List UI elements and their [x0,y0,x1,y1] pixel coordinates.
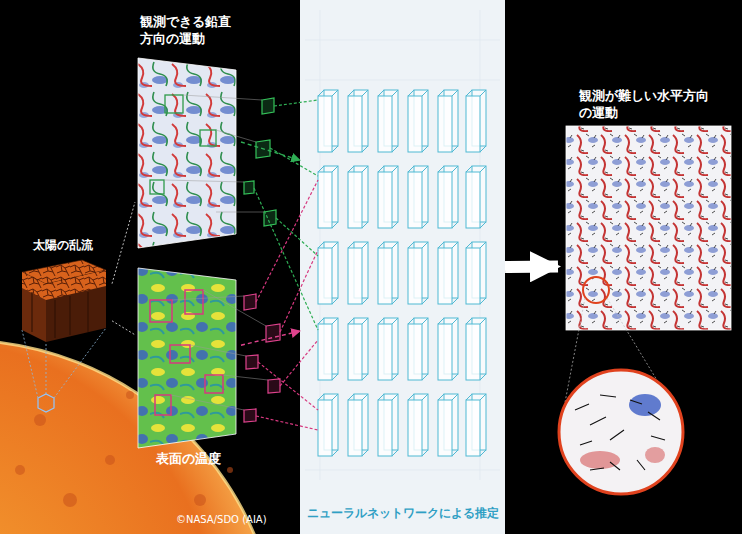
horizontal-motion-panel: 観測が難しい水平方向の運動 [558,84,738,334]
temperature-panel: 表面の温度 [135,262,241,470]
zoom-guide-line [112,321,135,335]
zoom-guide-line [112,202,135,284]
panel-heading: ニューラルネットワークによる推定 [307,506,499,522]
panel-heading: 観測が難しい水平方向の運動 [579,88,717,122]
vertical-motion-panel: 観測できる鉛直方向の運動 [135,10,241,250]
panel-heading: 太陽の乱流 [33,238,93,254]
input-arrow [241,331,300,345]
copyright-note: ©NASA/SDO (AIA) [176,514,267,525]
neural-network-panel: ニューラルネットワークによる推定 [300,0,505,534]
turbulence-cube: 太陽の乱流 [14,236,112,342]
result-arrow [505,261,558,274]
panel-heading: 表面の温度 [156,451,221,468]
panel-heading: 観測できる鉛直方向の運動 [140,14,236,48]
input-arrow [241,142,300,160]
